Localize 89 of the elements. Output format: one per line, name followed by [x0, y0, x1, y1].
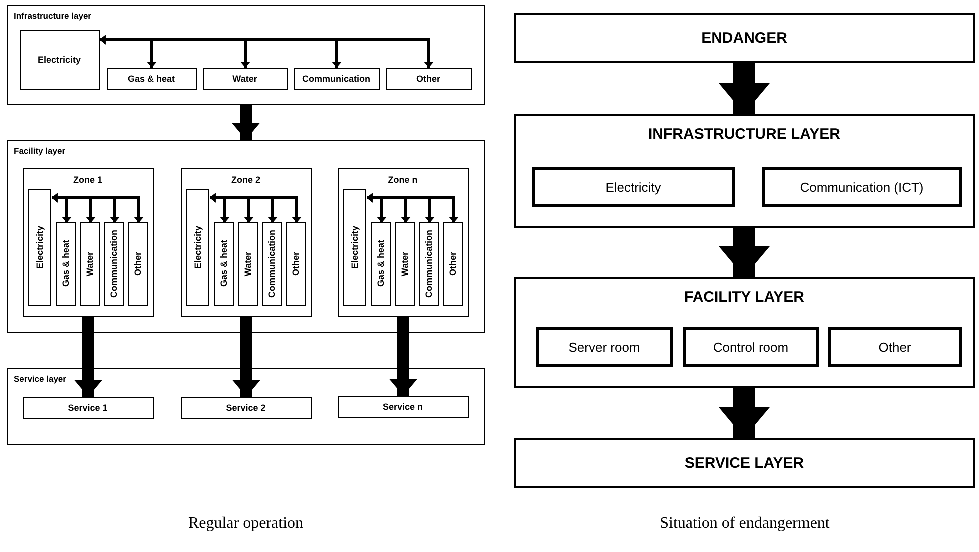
layer-heading: FACILITY LAYER [683, 289, 806, 306]
utility-box [28, 189, 51, 306]
box-label: Gas & heat [128, 74, 176, 84]
layer-heading: Infrastructure layer [14, 11, 92, 21]
box-label: Communication (ICT) [800, 180, 924, 194]
utility-box [20, 30, 100, 90]
layer-heading: Facility layer [14, 146, 66, 156]
utility-box [186, 189, 209, 306]
zone-heading: Zone 1 [72, 174, 104, 184]
utility-box [371, 222, 391, 306]
utility-box [419, 222, 439, 306]
arrow [367, 193, 459, 223]
box-label: Electricity [606, 180, 662, 194]
arrow [100, 35, 434, 68]
box-label: Service 2 [226, 402, 266, 412]
component-box [683, 327, 819, 367]
layer-heading: Service layer [14, 374, 66, 384]
utility-box [56, 222, 76, 306]
box-label: Electricity [34, 226, 44, 270]
zone-panel [180, 168, 312, 316]
utility-box [214, 222, 234, 306]
layer-panel [7, 368, 485, 445]
block-arrow [718, 63, 770, 114]
box-label: Electricity [350, 226, 360, 270]
utility-box [443, 222, 463, 306]
layer-panel [514, 114, 975, 228]
box-label: Service 1 [68, 402, 108, 412]
utility-box [104, 222, 124, 306]
box-label: Gas & heat [219, 240, 229, 288]
box-label: Communication [302, 74, 370, 84]
box-label: Gas & heat [376, 240, 386, 288]
layer-panel [7, 5, 485, 105]
box-label: Communication [424, 230, 434, 298]
caption: Situation of endangerment [660, 515, 830, 533]
utility-box [106, 68, 196, 90]
box-label: SERVICE LAYER [684, 454, 804, 472]
box-label: Other [878, 340, 912, 354]
block-arrow [718, 388, 770, 438]
block-arrow [74, 317, 102, 397]
arrow [52, 193, 144, 223]
block-arrow [232, 317, 260, 397]
utility-box [238, 222, 258, 306]
block-arrow [390, 317, 418, 396]
box-label: Gas & heat [61, 240, 71, 288]
block-arrow [718, 228, 770, 277]
box-label: Control room [713, 340, 789, 354]
box-label: Water [85, 252, 95, 276]
component-box [536, 327, 673, 367]
block-arrow [232, 105, 260, 140]
box-label: Other [133, 252, 143, 276]
process-box [514, 438, 975, 488]
utility-box [202, 68, 288, 90]
box-label: ENDANGER [702, 30, 788, 46]
caption: Regular operation [188, 515, 304, 533]
component-box [828, 327, 962, 367]
component-box [762, 167, 962, 207]
utility-box [395, 222, 415, 306]
utility-box [294, 68, 380, 90]
zone-panel [338, 168, 468, 316]
box-label: Other [416, 74, 440, 84]
utility-box [128, 222, 148, 306]
box-label: Other [291, 252, 301, 276]
utility-box [386, 68, 472, 90]
box-label: Other [448, 252, 458, 276]
box-label: Server room [568, 340, 640, 354]
box-label: Communication [267, 230, 277, 298]
layer-panel [7, 140, 485, 333]
box-label: Water [232, 74, 258, 84]
service-box [22, 396, 154, 418]
box-label: Electricity [192, 226, 202, 270]
utility-box [343, 189, 366, 306]
arrow [210, 193, 302, 223]
zone-heading: Zone n [387, 174, 419, 184]
utility-box [286, 222, 306, 306]
service-box [338, 396, 468, 418]
box-label: Water [243, 252, 253, 276]
zone-heading: Zone 2 [230, 174, 262, 184]
utility-box [262, 222, 282, 306]
box-label: Service n [382, 402, 424, 412]
service-box [180, 396, 312, 418]
zone-panel [22, 168, 154, 316]
box-label: Communication [109, 230, 119, 298]
box-label: Electricity [38, 54, 82, 64]
process-box [514, 13, 975, 63]
layer-heading: INFRASTRUCTURE LAYER [648, 126, 842, 143]
layer-panel [514, 277, 975, 388]
box-label: Water [400, 252, 410, 276]
component-box [532, 167, 735, 207]
utility-box [80, 222, 100, 306]
